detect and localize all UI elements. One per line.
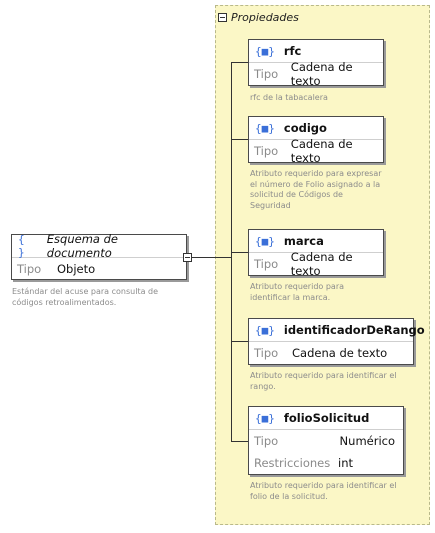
restricciones-key: Restricciones xyxy=(254,456,331,470)
property-marca-description: Atributo requerido para identificar la m… xyxy=(250,282,345,302)
tipo-value: Cadena de texto xyxy=(292,346,388,360)
property-identificadorDeRango-description: Atributo requerido para identificar el r… xyxy=(250,371,397,391)
property-marca[interactable]: {■} marca Tipo Cadena de texto xyxy=(248,229,384,278)
property-rfc[interactable]: {■} rfc Tipo Cadena de texto xyxy=(248,39,384,88)
property-codigo-description: Atributo requerido para expresar el núme… xyxy=(250,169,382,210)
property-name: identificadorDeRango xyxy=(283,323,425,337)
tipo-value: Numérico xyxy=(339,434,395,448)
collapse-icon[interactable] xyxy=(218,12,227,22)
property-icon: {■} xyxy=(255,323,275,337)
property-name: codigo xyxy=(283,121,327,135)
object-icon: { } xyxy=(18,233,25,259)
properties-title: Propiedades xyxy=(231,10,299,24)
tipo-value: Cadena de texto xyxy=(290,250,353,278)
property-codigo[interactable]: {■} codigo Tipo Cadena de texto xyxy=(248,116,384,165)
property-icon: {■} xyxy=(255,121,275,135)
root-schema-box[interactable]: { } Esquema de documento Tipo Objeto xyxy=(11,232,187,280)
tipo-key: Tipo xyxy=(254,434,279,448)
property-name: marca xyxy=(283,234,324,248)
root-collapse-icon[interactable] xyxy=(183,253,192,262)
root-tipo-value: Objeto xyxy=(57,262,96,276)
properties-header: Propiedades xyxy=(218,9,299,25)
connector-branch-codigo xyxy=(231,139,248,140)
connector-branch-identificador xyxy=(231,341,248,342)
connector-trunk xyxy=(231,62,232,441)
restricciones-value: int xyxy=(338,456,353,470)
tipo-value: Cadena de texto xyxy=(290,60,353,88)
root-description: Estándar del acuse para consulta de códi… xyxy=(12,287,159,307)
tipo-key: Tipo xyxy=(254,346,279,360)
property-folioSolicitud[interactable]: {■} folioSolicitud Tipo Numérico Restric… xyxy=(248,406,404,475)
root-title: Esquema de documento xyxy=(46,232,118,260)
connector-branch-marca xyxy=(231,252,248,253)
property-rfc-description: rfc de la tabacalera xyxy=(250,93,328,102)
connector-branch-rfc xyxy=(231,62,248,63)
property-folioSolicitud-description: Atributo requerido para identificar el f… xyxy=(250,481,397,501)
property-icon: {■} xyxy=(255,411,275,425)
property-icon: {■} xyxy=(255,234,275,248)
tipo-key: Tipo xyxy=(254,144,279,158)
property-name: rfc xyxy=(283,44,302,58)
tipo-value: Cadena de texto xyxy=(290,137,353,165)
property-name: folioSolicitud xyxy=(283,411,370,425)
tipo-key: Tipo xyxy=(254,257,279,271)
connector-branch-folio xyxy=(231,441,248,442)
root-tipo-key: Tipo xyxy=(17,262,42,276)
property-identificadorDeRango[interactable]: {■} identificadorDeRango Tipo Cadena de … xyxy=(248,318,425,365)
tipo-key: Tipo xyxy=(254,67,279,81)
property-icon: {■} xyxy=(255,44,275,58)
connector-root xyxy=(192,257,232,258)
